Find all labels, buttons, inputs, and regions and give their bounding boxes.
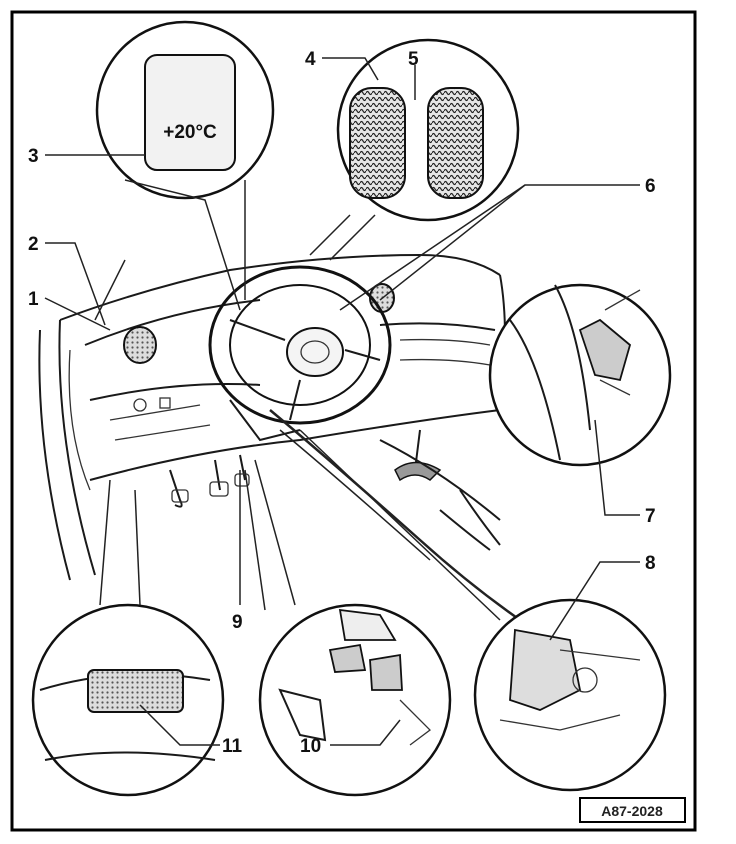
figure-code-box: A87-2028 <box>579 797 686 823</box>
callout-8: 8 <box>645 553 656 574</box>
dashboard-scene <box>38 253 521 622</box>
figure-code: A87-2028 <box>601 803 663 819</box>
callout-11: 11 <box>222 736 243 757</box>
callout-9: 9 <box>232 612 243 633</box>
callout-7: 7 <box>645 506 656 527</box>
callout-4: 4 <box>305 49 316 70</box>
callout-1: 1 <box>28 289 39 310</box>
magnifier-springs <box>309 38 520 261</box>
magnifier-right-connector <box>488 283 672 467</box>
callout-6: 6 <box>645 176 656 197</box>
leader-lines <box>44 57 640 746</box>
callout-3: 3 <box>28 146 39 167</box>
magnifier-bottom-middle <box>244 459 452 797</box>
spring-left <box>349 87 406 199</box>
temperature-label: +20°C <box>163 122 217 143</box>
pedals <box>169 454 250 508</box>
callout-numbers: 1 2 3 4 5 6 7 8 9 10 11 <box>28 49 656 757</box>
magnifier-temperature: +20°C <box>95 20 275 311</box>
callout-5: 5 <box>408 49 419 70</box>
airbag-module-passenger <box>87 669 184 713</box>
wiring-harness <box>269 409 521 622</box>
air-vent-left <box>123 326 157 364</box>
temperature-display <box>144 54 236 171</box>
magnifier-bottom-right <box>299 429 667 792</box>
spring-right <box>427 87 484 199</box>
callout-2: 2 <box>28 234 39 255</box>
steering-wheel <box>208 265 392 425</box>
callout-10: 10 <box>300 736 321 757</box>
airbag-unit <box>286 327 344 377</box>
magnifier-bottom-left <box>31 479 225 797</box>
